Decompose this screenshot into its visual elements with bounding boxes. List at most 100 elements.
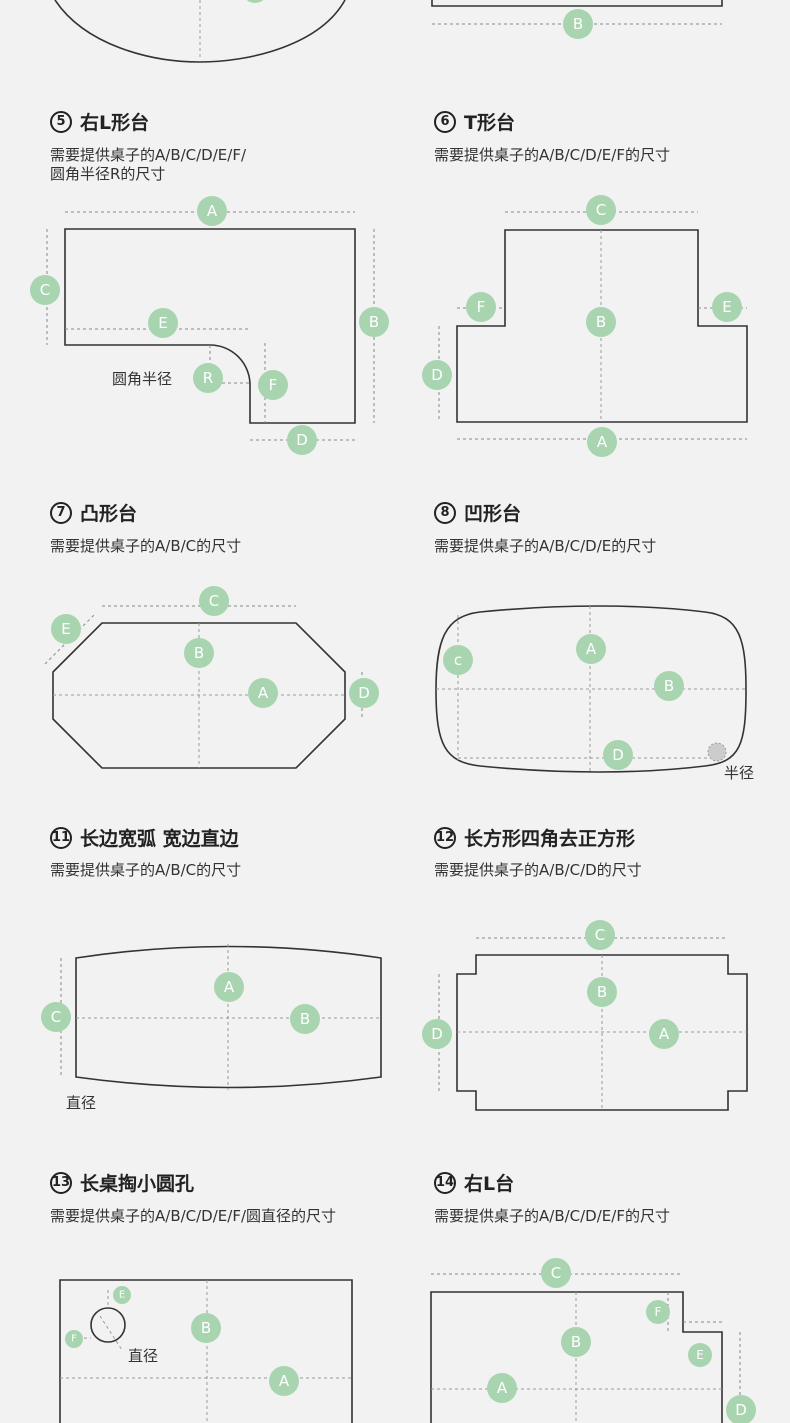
svg-text:D: D <box>612 746 624 764</box>
svg-text:F: F <box>655 1305 662 1319</box>
section-5-title: 5 右L形台 <box>50 108 149 135</box>
svg-text:B: B <box>664 677 674 695</box>
section-14-desc: 需要提供桌子的A/B/C/D/E/F的尺寸 <box>434 1207 670 1225</box>
badge-C: C <box>41 1002 71 1032</box>
section-title-text: 右L形台 <box>80 112 150 134</box>
badge-R: R <box>193 363 223 393</box>
badge-B: B <box>184 638 214 668</box>
badge-B: B <box>191 1313 221 1343</box>
section-number: 7 <box>50 501 72 524</box>
badge-E: E <box>51 614 81 644</box>
section-13-desc: 需要提供桌子的A/B/C/D/E/F/圆直径的尺寸 <box>50 1207 337 1225</box>
radius-label: 半径 <box>724 764 754 782</box>
diagram-12-notched-rect-table: C B A D <box>422 920 748 1111</box>
svg-text:B: B <box>194 644 204 662</box>
badge-D: D <box>603 740 633 770</box>
diagram-11-arc-table: A B C 直径 <box>41 944 382 1112</box>
svg-text:A: A <box>258 684 269 702</box>
svg-text:F: F <box>477 298 486 316</box>
svg-text:A: A <box>659 1025 670 1043</box>
svg-text:B: B <box>369 313 379 331</box>
svg-text:D: D <box>735 1401 747 1419</box>
section-13-title: 13 长桌掏小圆孔 <box>50 1169 194 1196</box>
badge-B: B <box>654 671 684 701</box>
diagram-6-t-table: C F E B D A <box>422 195 748 457</box>
badge-F: F <box>646 1300 670 1324</box>
section-title-text: 长桌掏小圆孔 <box>80 1173 195 1195</box>
section-number: 13 <box>50 1171 72 1194</box>
svg-text:E: E <box>119 1290 125 1301</box>
svg-text:A: A <box>207 202 218 220</box>
svg-text:D: D <box>431 366 443 384</box>
top-right-rect-fragment: B <box>431 0 723 39</box>
diagram-8-concave-table: c A B D 半径 <box>435 605 754 782</box>
svg-text:E: E <box>722 298 731 316</box>
badge-B: B <box>563 9 593 39</box>
svg-text:A: A <box>586 640 597 658</box>
section-6-desc: 需要提供桌子的A/B/C/D/E/F的尺寸 <box>434 146 670 164</box>
section-8-desc: 需要提供桌子的A/B/C/D/E的尺寸 <box>434 537 657 555</box>
badge-c: c <box>443 645 473 675</box>
svg-text:E: E <box>61 620 70 638</box>
svg-text:C: C <box>595 926 605 944</box>
badge-A: A <box>587 427 617 457</box>
svg-text:C: C <box>209 592 219 610</box>
section-number: 12 <box>434 826 456 849</box>
section-7-title: 7 凸形台 <box>50 499 137 526</box>
svg-text:C: C <box>40 281 50 299</box>
badge-E: E <box>148 308 178 338</box>
badge-D: D <box>422 360 452 390</box>
badge-D: D <box>422 1019 452 1049</box>
section-title-text: 右L台 <box>464 1173 515 1195</box>
section-5-desc: 需要提供桌子的A/B/C/D/E/F/ 圆角半径R的尺寸 <box>50 146 247 183</box>
badge-E: E <box>688 1343 712 1367</box>
section-12-title: 12 长方形四角去正方形 <box>434 824 635 851</box>
badge-C: C <box>585 920 615 950</box>
badge-D: D <box>726 1395 756 1423</box>
svg-text:B: B <box>201 1319 211 1337</box>
section-number: 5 <box>50 110 72 133</box>
section-title-text: 凹形台 <box>464 503 522 525</box>
badge-B: B <box>359 307 389 337</box>
svg-text:C: C <box>51 1008 61 1026</box>
svg-text:F: F <box>269 376 278 394</box>
diameter-label: 直径 <box>128 1347 158 1365</box>
section-title-text: 凸形台 <box>80 503 138 525</box>
svg-text:D: D <box>358 684 370 702</box>
badge-B: B <box>586 307 616 337</box>
badge-B: B <box>290 1004 320 1034</box>
section-12-desc: 需要提供桌子的A/B/C/D的尺寸 <box>434 861 642 879</box>
section-14-title: 14 右L台 <box>434 1169 514 1196</box>
svg-text:R: R <box>203 369 213 387</box>
section-number: 8 <box>434 501 456 524</box>
top-left-oval-fragment <box>54 0 346 63</box>
svg-text:A: A <box>224 978 235 996</box>
badge-A: A <box>649 1019 679 1049</box>
svg-text:D: D <box>431 1025 443 1043</box>
section-title-text: T形台 <box>464 112 515 134</box>
section-number: 14 <box>434 1171 456 1194</box>
svg-text:A: A <box>497 1379 508 1397</box>
badge-F: F <box>258 370 288 400</box>
badge-B: B <box>587 977 617 1007</box>
svg-text:B: B <box>573 15 583 33</box>
badge-F: F <box>65 1330 83 1348</box>
svg-text:B: B <box>597 983 607 1001</box>
svg-text:C: C <box>551 1264 561 1282</box>
badge-E: E <box>712 292 742 322</box>
badge-C: C <box>199 586 229 616</box>
badge-F: F <box>466 292 496 322</box>
diagram-5-right-l-table: A C E B R F D 圆角半径 <box>30 196 389 455</box>
badge-B: B <box>561 1327 591 1357</box>
badge-A: A <box>248 678 278 708</box>
section-7-desc: 需要提供桌子的A/B/C的尺寸 <box>50 537 242 555</box>
badge-C: C <box>541 1258 571 1288</box>
badge-D: D <box>287 425 317 455</box>
svg-text:E: E <box>158 314 167 332</box>
section-title-text: 长方形四角去正方形 <box>464 828 636 850</box>
corner-radius-label: 圆角半径 <box>112 370 172 388</box>
section-number: 6 <box>434 110 456 133</box>
diagram-7-convex-table: C E B A D <box>44 586 379 769</box>
svg-text:B: B <box>300 1010 310 1028</box>
